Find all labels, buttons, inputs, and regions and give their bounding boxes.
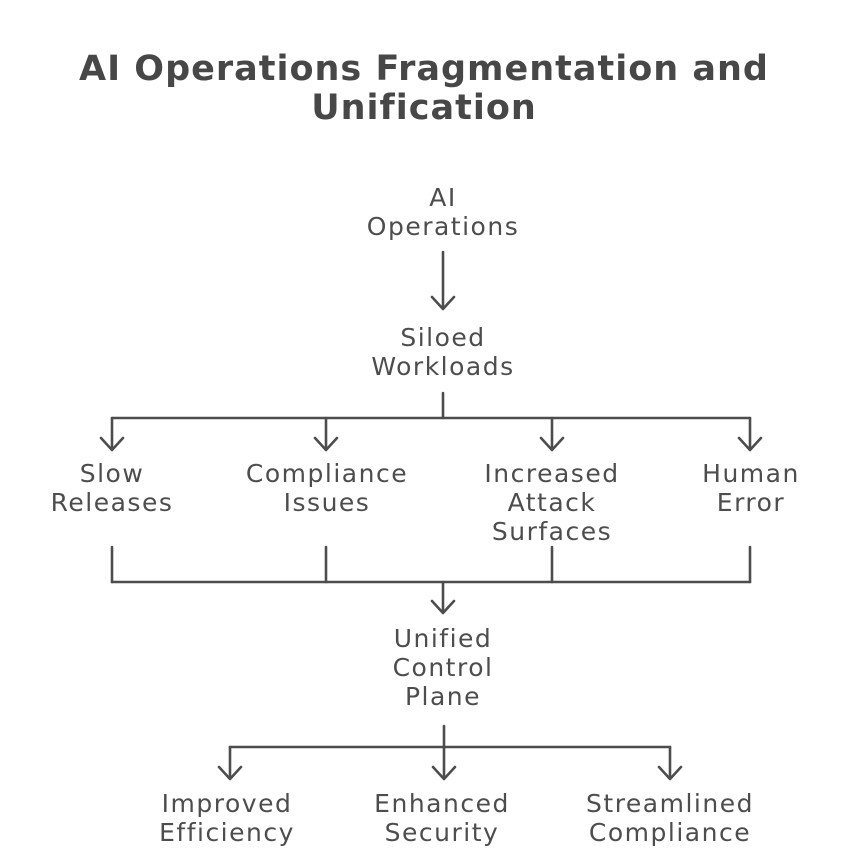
arrowhead-down-icon (431, 765, 457, 781)
node-human-error: Human Error (702, 459, 800, 517)
diagram-title: AI Operations Fragmentation and Unificat… (79, 49, 769, 128)
node-slow-releases: Slow Releases (50, 459, 174, 517)
arrowhead-down-icon (657, 765, 683, 781)
node-compliance-issues: Compliance Issues (245, 459, 409, 517)
connector-solution-to-benefits (217, 724, 683, 781)
connector-root-to-hub (430, 250, 456, 311)
arrowhead-down-icon (539, 436, 565, 452)
node-enhanced-security: Enhanced Security (374, 789, 510, 847)
node-unified-control-plane: Unified Control Plane (392, 624, 494, 711)
arrowhead-down-icon (737, 436, 763, 452)
arrowhead-down-icon (430, 295, 456, 311)
node-improved-efficiency: Improved Efficiency (159, 789, 295, 847)
connector-hub-to-problems (99, 391, 763, 452)
arrowhead-down-icon (217, 765, 243, 781)
node-ai-operations: AI Operations (366, 183, 520, 241)
connector-problems-to-solution (110, 545, 752, 615)
node-increased-attack-surfaces: Increased Attack Surfaces (484, 459, 620, 546)
arrowhead-down-icon (99, 436, 125, 452)
arrowhead-down-icon (313, 436, 339, 452)
node-streamlined-compliance: Streamlined Compliance (586, 789, 754, 847)
arrowhead-down-icon (430, 599, 456, 615)
node-siloed-workloads: Siloed Workloads (371, 323, 515, 381)
